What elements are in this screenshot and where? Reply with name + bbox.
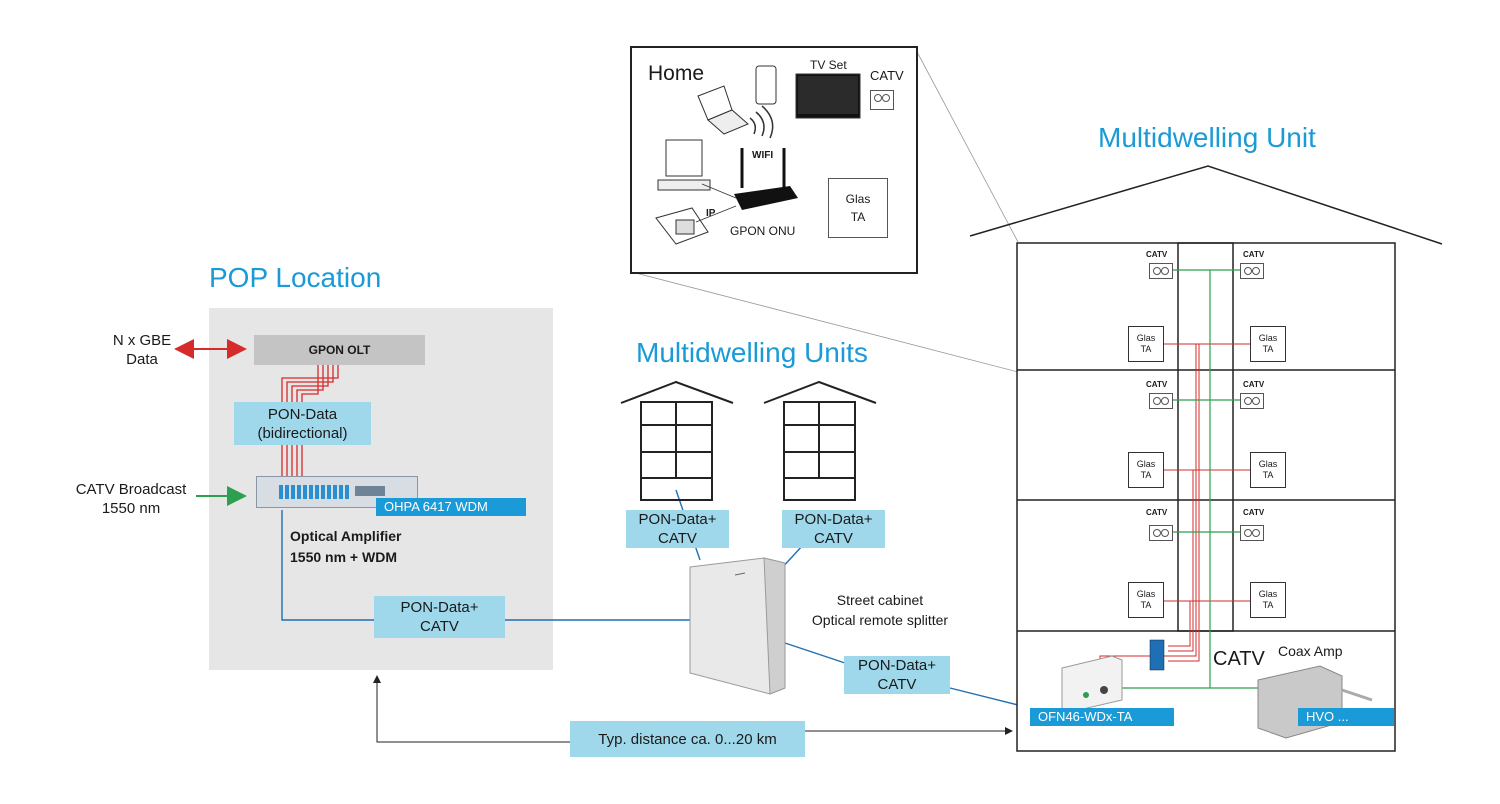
mdu1-pon-catv-box: PON-Data+CATV	[626, 510, 729, 548]
basement-splitter	[1149, 639, 1165, 671]
mdus-title: Multidwelling Units	[636, 337, 868, 368]
building-red-fibers	[1099, 343, 1250, 668]
catv-socket-f1-right	[1240, 263, 1264, 279]
catv-socket-f3-right	[1240, 525, 1264, 541]
distance-arrow	[373, 675, 1013, 743]
home-wires	[695, 183, 737, 223]
basement-catv-label: CATV	[1213, 648, 1265, 670]
home-catv-label: CATV	[870, 68, 904, 83]
smartphone-icon	[755, 65, 777, 105]
catv-socket-f2-left	[1149, 393, 1173, 409]
feeder-pon-catv-box: PON-Data+CATV	[374, 596, 505, 638]
phone-icon	[655, 207, 709, 245]
gpon-onu-label: GPON ONU	[730, 224, 796, 238]
amplifier-ports	[279, 485, 349, 499]
catv-label-f3-left: CATV	[1146, 508, 1168, 517]
catv-socket-f1-left	[1149, 263, 1173, 279]
catv-label-f1-right: CATV	[1243, 250, 1265, 259]
router-icon	[734, 148, 798, 210]
catv-socket-f2-right	[1240, 393, 1264, 409]
street-cabinet	[689, 557, 786, 695]
laptop-icon	[697, 85, 749, 135]
catv-label-f2-left: CATV	[1146, 380, 1168, 389]
ip-label: IP	[706, 208, 716, 219]
gpon-olt-label: GPON OLT	[308, 343, 371, 357]
onu-model-badge: OFN46-WDx-TA	[1030, 708, 1174, 726]
small-mdu-houses	[620, 380, 877, 501]
home-catv-socket	[870, 90, 894, 110]
zoom-line-bottom	[631, 271, 1019, 373]
building-outline	[969, 165, 1443, 752]
building-feed-box: PON-Data+CATV	[844, 656, 950, 694]
pop-title: POP Location	[209, 262, 382, 293]
building-coax-green	[1112, 269, 1262, 689]
zoom-line-top	[914, 47, 1019, 243]
wifi-signal-icon	[749, 105, 774, 139]
catv-label-f3-right: CATV	[1243, 508, 1265, 517]
coax-amp-label: Coax Amp	[1278, 643, 1343, 659]
mdu-title: Multidwelling Unit	[1098, 122, 1316, 153]
home-title: Home	[648, 62, 705, 85]
tv-icon	[795, 73, 861, 119]
home-devices	[655, 65, 861, 245]
amplifier-display	[355, 486, 385, 496]
mdu2-pon-catv-box: PON-Data+CATV	[782, 510, 885, 548]
amp-model-badge: OHPA 6417 WDM	[376, 498, 526, 516]
tv-set-label: TV Set	[810, 58, 847, 72]
catv-label-f1-left: CATV	[1146, 250, 1168, 259]
basement-onu-device	[1061, 655, 1123, 713]
amp-model-badge-building: HVO ...	[1298, 708, 1394, 726]
catv-label-f2-right: CATV	[1243, 380, 1265, 389]
home-inset: Home TV	[630, 46, 918, 274]
desktop-monitor-icon	[657, 139, 711, 191]
wifi-label: WIFI	[752, 150, 774, 161]
distance-box: Typ. distance ca. 0...20 km	[570, 721, 805, 757]
pon-data-bidir-box: PON-Data(bidirectional)	[234, 402, 371, 445]
catv-socket-f3-left	[1149, 525, 1173, 541]
gpon-olt-box: GPON OLT	[254, 335, 425, 365]
